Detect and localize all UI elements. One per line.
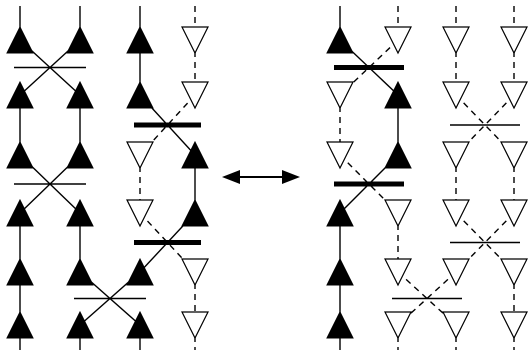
filled-triangle-up [326, 25, 354, 54]
open-triangle-down [181, 311, 209, 340]
filled-triangle-up [384, 80, 412, 109]
right-panel [326, 6, 528, 350]
open-triangle-down [500, 311, 528, 340]
filled-triangle-up [126, 257, 154, 286]
open-triangle-down [442, 26, 470, 55]
double-headed-arrow-icon [222, 170, 300, 184]
open-triangle-down [181, 26, 209, 55]
filled-triangle-up [181, 140, 209, 169]
open-triangle-down [384, 258, 412, 287]
filled-triangle-up [6, 25, 34, 54]
open-triangle-down [126, 199, 154, 228]
open-triangle-down [326, 141, 354, 170]
open-triangle-down [500, 199, 528, 228]
open-triangle-down [442, 199, 470, 228]
filled-triangle-up [6, 80, 34, 109]
filled-triangle-up [181, 198, 209, 227]
crossings [334, 39, 520, 326]
open-triangle-down [442, 311, 470, 340]
filled-triangle-up [6, 198, 34, 227]
open-triangle-down [384, 26, 412, 55]
filled-triangle-up [66, 257, 94, 286]
arrow-head-right [282, 170, 300, 184]
open-triangle-down [500, 258, 528, 287]
crossing-strand [397, 271, 457, 326]
crossings [14, 39, 201, 326]
open-triangle-down [500, 141, 528, 170]
open-triangle-down [442, 81, 470, 110]
open-triangle-down [181, 81, 209, 110]
filled-triangle-up [6, 257, 34, 286]
filled-triangle-up [66, 80, 94, 109]
arrow-head-left [222, 170, 240, 184]
open-triangle-down [126, 141, 154, 170]
triangles [6, 25, 209, 340]
filled-triangle-up [326, 198, 354, 227]
filled-triangle-up [6, 140, 34, 169]
filled-triangle-up [6, 310, 34, 339]
open-triangle-down [442, 141, 470, 170]
open-triangle-down [500, 81, 528, 110]
open-triangle-down [326, 81, 354, 110]
filled-triangle-up [326, 310, 354, 339]
filled-triangle-up [66, 310, 94, 339]
left-panel [6, 6, 209, 350]
open-triangle-down [384, 311, 412, 340]
filled-triangle-up [66, 140, 94, 169]
open-triangle-down [500, 26, 528, 55]
filled-triangle-up [126, 25, 154, 54]
filled-triangle-up [126, 80, 154, 109]
open-triangle-down [442, 258, 470, 287]
open-triangle-down [384, 199, 412, 228]
open-triangle-down [181, 258, 209, 287]
crossing [392, 271, 462, 326]
filled-triangle-up [66, 198, 94, 227]
filled-triangle-up [126, 310, 154, 339]
filled-triangle-up [66, 25, 94, 54]
filled-triangle-up [326, 257, 354, 286]
filled-triangle-up [384, 140, 412, 169]
crossing-strand [397, 271, 457, 326]
triangles [326, 25, 528, 340]
